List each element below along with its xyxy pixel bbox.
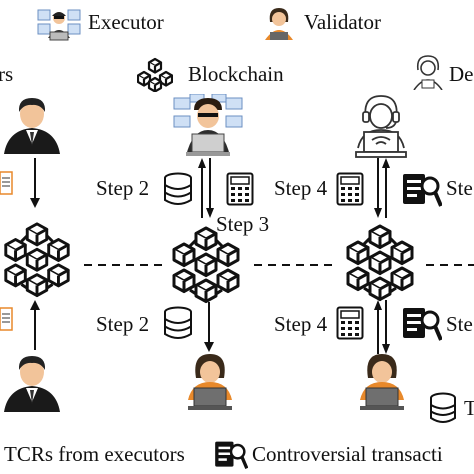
executor-legend-label: Executor (88, 10, 164, 34)
calculator-icon-col2 (226, 172, 254, 206)
validator-person-col3-icon (360, 354, 404, 410)
tcrs-legend-label: TCRs from executors (4, 442, 185, 466)
dashed-link-col2-col3 (254, 264, 338, 266)
validator-legend-label: Validator (304, 10, 381, 34)
developer-person-bottom-icon (4, 356, 60, 412)
developer-person-top-icon (4, 98, 60, 154)
tcr-document-icon-bottom (0, 307, 13, 331)
developer-support-icon (355, 95, 407, 158)
validator-person-col2-icon (188, 354, 232, 410)
dashed-link-col1-col2 (84, 264, 162, 266)
partial-left-header: rs (0, 62, 14, 86)
controversial-legend-label: Controversial transacti (252, 442, 443, 466)
arrow-down-col2-bottom (204, 302, 214, 352)
validator-legend-icon (265, 8, 293, 40)
step2-lower-label: Step 2 (96, 312, 150, 336)
step2-upper-label: Step 2 (96, 176, 150, 200)
dashed-link-col3-right (426, 264, 474, 266)
bidirectional-arrow-col2 (198, 158, 214, 218)
developer-legend-icon (413, 55, 443, 90)
executor-legend-icon (37, 9, 81, 41)
arrow-up-col1-bottom (30, 300, 40, 350)
controversial-legend-icon (215, 441, 248, 469)
blockchain-legend-icon (137, 57, 173, 92)
controversial-doc-icon-lower (403, 308, 442, 341)
blockchain-legend-label: Blockchain (188, 62, 284, 86)
database-icon-upper (164, 172, 192, 205)
bidirectional-arrow-col3-upper (374, 158, 390, 218)
calculator-icon-col3-lower (336, 306, 364, 340)
blockchain-node-col1 (4, 222, 70, 298)
bidirectional-arrow-col3-lower (374, 300, 390, 354)
executor-person-icon (173, 94, 243, 156)
partial-bottom-right-label: T (464, 396, 474, 420)
step3-label: Step 3 (216, 212, 270, 236)
arrow-down-col1-top (30, 158, 40, 208)
step4-upper-label: Step 4 (274, 176, 328, 200)
controversial-doc-icon-upper (403, 174, 442, 207)
database-icon-corner (430, 392, 456, 423)
blockchain-node-col3 (346, 224, 414, 301)
tcr-document-icon-top (0, 171, 13, 195)
step-partial-lower-label: Ste (446, 312, 473, 336)
partial-right-header: De (449, 62, 474, 86)
calculator-icon-col3-upper (336, 172, 364, 206)
step-partial-upper-label: Ste (446, 176, 473, 200)
blockchain-node-col2 (172, 226, 240, 303)
step4-lower-label: Step 4 (274, 312, 328, 336)
database-icon-lower (164, 306, 192, 339)
